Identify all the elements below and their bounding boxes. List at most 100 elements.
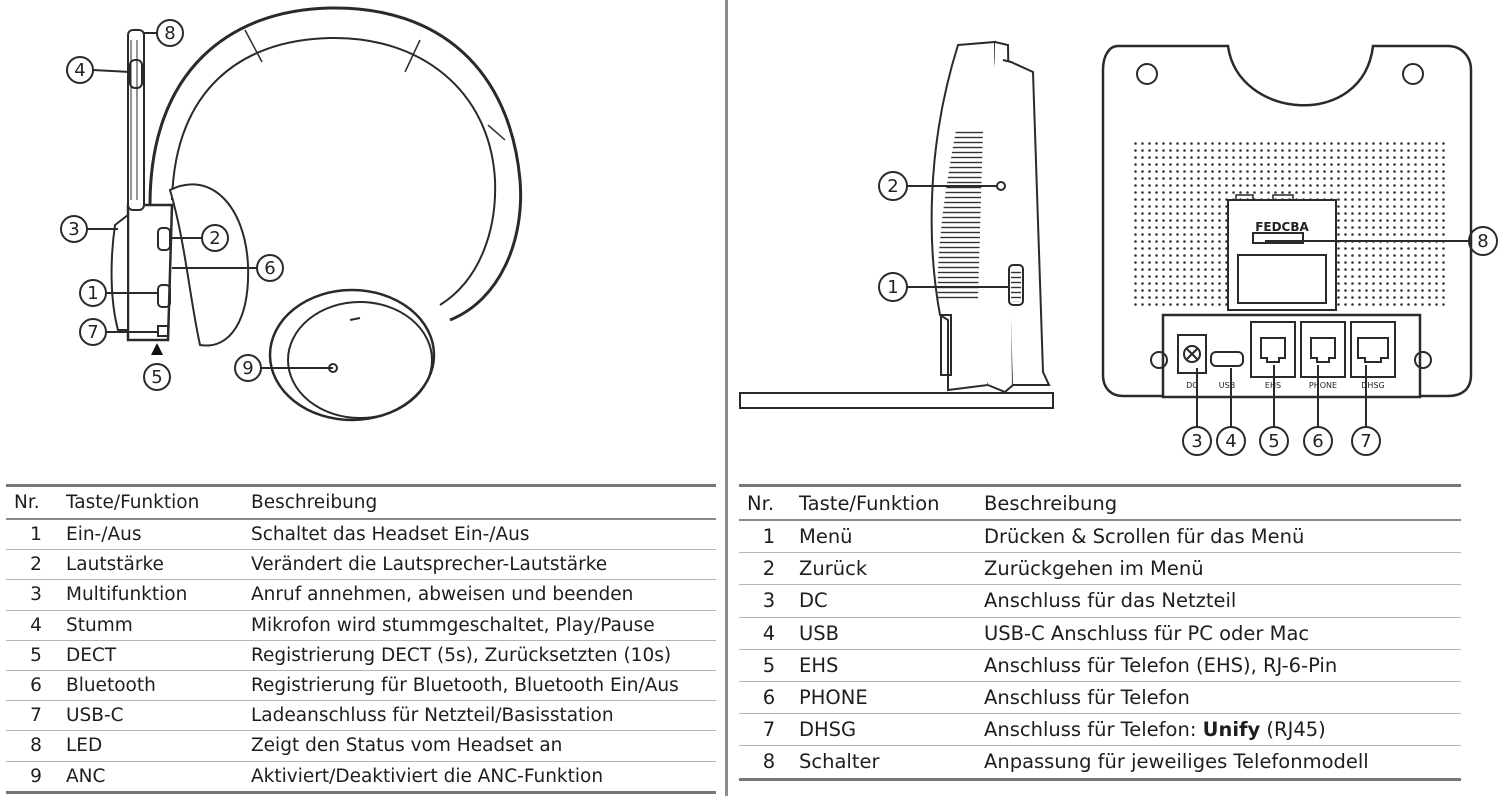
callout-6: 6 xyxy=(1312,431,1323,452)
row-desc: Registrierung DECT (5s), Zurücksetzten (… xyxy=(251,640,716,671)
port-label-phone: PHONE xyxy=(1309,381,1337,390)
row-desc: Anpassung für jeweiliges Telefonmodell xyxy=(984,750,1369,774)
port-label-usb: USB xyxy=(1219,381,1235,390)
row-desc: Drücken & Scrollen für das Menü xyxy=(984,520,1461,554)
row-nr: 5 xyxy=(739,649,799,682)
row-desc: Ladeanschluss für Netzteil/Basisstation xyxy=(251,700,716,732)
row-desc: Schaltet das Headset Ein-/Aus xyxy=(251,519,716,551)
row-desc: Registrierung für Bluetooth, Bluetooth E… xyxy=(251,670,716,702)
table-header-row: Nr. Taste/Funktion Beschreibung xyxy=(6,485,716,520)
row-nr: 1 xyxy=(6,519,66,551)
row-key: DC xyxy=(799,584,984,618)
base-station-panel: FEDCBA DC USB EHS PHONE DHSG 1 2 3 4 5 6… xyxy=(733,0,1500,796)
row-desc: Anschluss für Telefon (EHS), RJ-6-Pin xyxy=(984,649,1461,682)
port-labels: DC USB EHS PHONE DHSG xyxy=(1186,381,1385,390)
callout-4: 4 xyxy=(1225,431,1236,452)
row-nr: 9 xyxy=(30,765,42,787)
row-nr: 6 xyxy=(6,670,66,702)
row-nr: 2 xyxy=(6,549,66,581)
header-nr: Nr. xyxy=(6,485,66,520)
port-label-ehs: EHS xyxy=(1265,381,1281,390)
row-key: DECT xyxy=(66,640,251,671)
header-desc: Beschreibung xyxy=(984,485,1461,521)
row-nr: 2 xyxy=(739,552,799,586)
headset-panel: 3 1 2 4 5 6 7 8 9 Nr. Taste/Funktion Bes… xyxy=(0,0,725,796)
row-desc: Anruf annehmen, abweisen und beenden xyxy=(251,579,716,611)
row-desc: Aktiviert/Deaktiviert die ANC-Funktion xyxy=(251,765,604,787)
base-callout-numbers: 1 2 3 4 5 6 7 8 xyxy=(887,176,1488,452)
callout-4: 4 xyxy=(74,60,85,81)
row-key: Zurück xyxy=(799,552,984,586)
callout-6: 6 xyxy=(264,258,275,279)
row-key: Lautstärke xyxy=(66,549,251,581)
row-desc: Zurückgehen im Menü xyxy=(984,552,1461,586)
row-key: Multifunktion xyxy=(66,579,251,611)
row-key: LED xyxy=(66,730,251,762)
row-key: USB-C xyxy=(66,700,251,732)
callout-1: 1 xyxy=(87,283,98,304)
row-desc: Zeigt den Status vom Headset an xyxy=(251,730,716,762)
row-desc-text: Anschluss für Telefon: xyxy=(984,718,1203,742)
row-key: Schalter xyxy=(799,750,880,774)
header-key: Taste/Funktion xyxy=(66,485,251,520)
port-label-dc: DC xyxy=(1186,381,1198,390)
row-key: EHS xyxy=(799,649,984,682)
row-key: Menü xyxy=(799,520,984,554)
callout-2: 2 xyxy=(887,176,898,197)
table-row: 8 Schalter Anpassung für jeweiliges Telefo… xyxy=(739,746,1461,779)
header-desc: Beschreibung xyxy=(251,485,716,520)
table-header-row: Nr. Taste/Funktion Beschreibung xyxy=(739,485,1461,521)
row-key: Ein-/Aus xyxy=(66,519,251,551)
row-desc: USB-C Anschluss für PC oder Mac xyxy=(984,617,1461,650)
row-key: Stumm xyxy=(66,610,251,641)
row-nr: 8 xyxy=(762,750,776,774)
row-nr: 5 xyxy=(6,640,66,671)
callout-7: 7 xyxy=(87,322,98,343)
callout-2: 2 xyxy=(209,228,220,249)
row-nr: 3 xyxy=(739,584,799,618)
base-station-illustration: FEDCBA DC USB EHS PHONE DHSG 1 2 3 4 5 6… xyxy=(739,40,1498,456)
row-desc: Anschluss für Telefon: Unify (RJ45) xyxy=(984,713,1461,747)
callout-3: 3 xyxy=(1191,431,1202,452)
row-nr: 4 xyxy=(6,610,66,641)
panel-divider xyxy=(725,0,728,796)
row-nr: 7 xyxy=(6,700,66,732)
row-desc-brand: Unify xyxy=(1202,718,1261,742)
row-nr: 1 xyxy=(739,520,799,554)
callout-8: 8 xyxy=(1477,231,1488,252)
callout-1: 1 xyxy=(887,277,898,298)
row-nr: 4 xyxy=(739,617,799,650)
switch-label: FEDCBA xyxy=(1255,220,1309,234)
row-key: DHSG xyxy=(799,713,984,747)
row-key: Bluetooth xyxy=(66,670,251,702)
row-nr: 7 xyxy=(739,713,799,747)
row-nr: 8 xyxy=(6,730,66,762)
port-label-dhsg: DHSG xyxy=(1361,381,1384,390)
callout-9: 9 xyxy=(242,358,253,379)
row-desc: Mikrofon wird stummgeschaltet, Play/Paus… xyxy=(251,610,716,641)
callout-8: 8 xyxy=(164,23,175,44)
row-key: PHONE xyxy=(799,681,984,715)
row-desc: Anschluss für das Netzteil xyxy=(984,584,1461,618)
headset-illustration: 3 1 2 4 5 6 7 8 9 xyxy=(60,6,523,422)
row-nr: 3 xyxy=(6,579,66,611)
header-nr: Nr. xyxy=(739,485,799,521)
row-key: ANC xyxy=(66,765,106,787)
row-desc-suffix: (RJ45) xyxy=(1260,718,1326,742)
header-key: Taste/Funktion xyxy=(799,485,984,521)
row-desc: Verändert die Lautsprecher-Lautstärke xyxy=(251,549,716,581)
